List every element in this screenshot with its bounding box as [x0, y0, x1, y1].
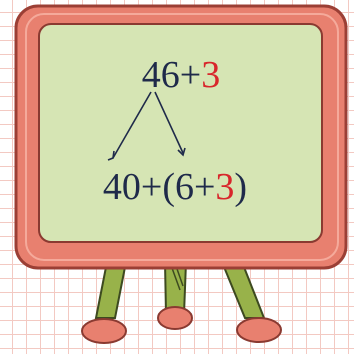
expression-top-addend: 3	[201, 54, 220, 96]
expression-bottom: 40+(6+3)	[0, 168, 354, 206]
expression-top-main: 46+	[142, 54, 201, 96]
expression-bottom-main: 40+(6+	[103, 166, 216, 208]
expression-bottom-addend: 3	[215, 166, 234, 208]
expression-bottom-close-paren: )	[234, 166, 247, 208]
expression-top: 46+3	[0, 56, 354, 94]
